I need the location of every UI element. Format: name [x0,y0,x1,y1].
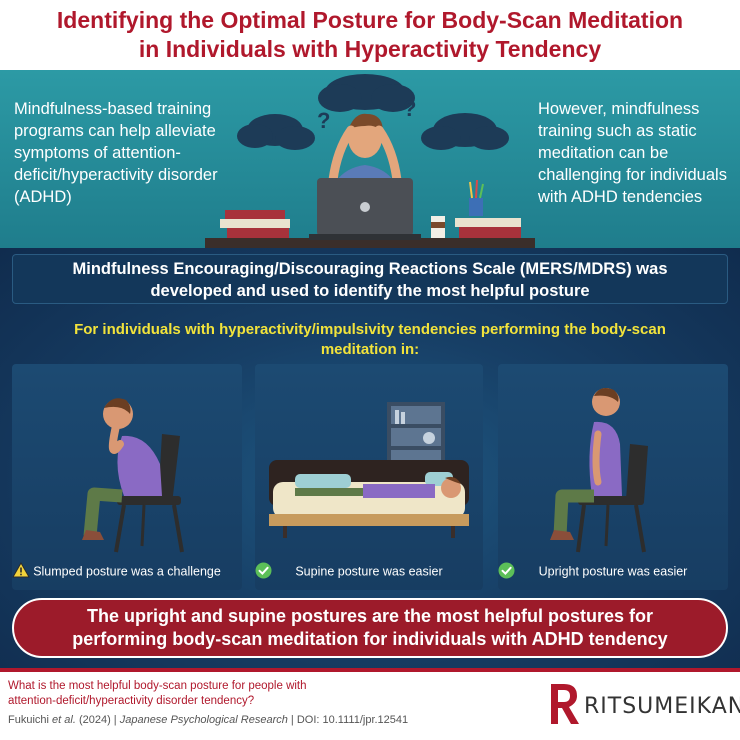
r-logo-icon [551,684,579,724]
bed-icon [269,460,469,538]
title-banner: Identifying the Optimal Posture for Body… [0,0,740,70]
intro-band: Mindfulness-based training programs can … [0,70,740,248]
subheading: For individuals with hyperactivity/impul… [12,320,728,360]
citation-authors: Fukuichi [8,714,53,726]
posture-caption-text: Supine posture was easier [295,564,443,579]
ritsumeikan-logo: RITSUMEIKAN [548,682,740,726]
conclusion-banner: The upright and supine postures are the … [12,598,728,658]
citation-journal: Japanese Psychological Research [119,714,288,726]
title-line-1: Identifying the Optimal Posture for Body… [56,7,684,33]
person-icon [82,398,162,540]
logo-wordmark: RITSUMEIKAN [584,694,740,719]
posture-caption: Upright posture was easier [498,562,728,581]
chair-icon [576,444,648,553]
footer-divider [0,668,740,672]
intro-right-text: However, mindfulness training such as st… [538,100,727,206]
coffee-cup-icon [431,216,445,238]
books-icon [220,210,290,238]
posture-caption: Slumped posture was a challenge [12,562,242,581]
person-icon [550,388,622,540]
posture-caption-text: Slumped posture was a challenge [33,564,221,579]
posture-panel-supine: Supine posture was easier [255,364,483,590]
citation-et-al: et al. [52,714,76,726]
subheading-line-1: For individuals with hyperactivity/impul… [74,321,666,338]
posture-panel-slumped: Slumped posture was a challenge [12,364,242,590]
citation: Fukuichi et al. (2024) | Japanese Psycho… [8,713,408,727]
chair-icon [114,434,184,553]
books-icon [455,218,521,238]
citation-doi: | DOI: 10.1111/jpr.12541 [287,714,409,726]
bookshelf-icon [387,402,445,468]
subheading-line-2: meditation in: [320,341,420,358]
laptop-icon [309,178,421,240]
page-title: Identifying the Optimal Posture for Body… [0,0,740,64]
intro-left-text: Mindfulness-based training programs can … [14,100,218,206]
posture-caption-text: Upright posture was easier [538,564,688,579]
dark-cloud-icon [421,113,509,150]
stressed-student-illustration: ? ? [205,74,535,248]
research-question-line-2: attention-deficit/hyperactivity disorder… [8,695,255,707]
conclusion-line-1: The upright and supine postures are the … [86,606,654,626]
posture-panel-upright: Upright posture was easier [498,364,728,590]
scale-line-1: Mindfulness Encouraging/Discouraging Rea… [72,260,668,278]
findings-section: Mindfulness Encouraging/Discouraging Rea… [0,248,740,668]
desk [205,238,535,248]
posture-caption: Supine posture was easier [255,562,483,581]
supine-posture-illustration [269,402,469,538]
dark-cloud-icon [318,74,415,112]
upright-posture-illustration [550,388,648,553]
person-icon [295,476,461,498]
conclusion-line-2: performing body-scan meditation for indi… [72,629,668,649]
check-icon [498,562,515,579]
scale-description-box: Mindfulness Encouraging/Discouraging Rea… [12,254,728,304]
dark-cloud-icon [237,114,315,150]
research-question-line-1: What is the most helpful body-scan postu… [8,680,307,692]
pencil-cup-icon [469,179,484,216]
scale-line-2: developed and used to identify the most … [150,282,590,300]
slumped-posture-illustration [82,398,184,553]
question-mark-icon: ? [403,96,416,121]
footer: What is the most helpful body-scan postu… [0,668,740,740]
warning-icon [12,562,30,578]
research-question: What is the most helpful body-scan postu… [8,679,428,709]
citation-year: (2024) | [75,714,120,726]
check-icon [255,562,272,579]
question-mark-icon: ? [317,108,330,133]
title-line-2: in Individuals with Hyperactivity Tenden… [138,36,602,62]
